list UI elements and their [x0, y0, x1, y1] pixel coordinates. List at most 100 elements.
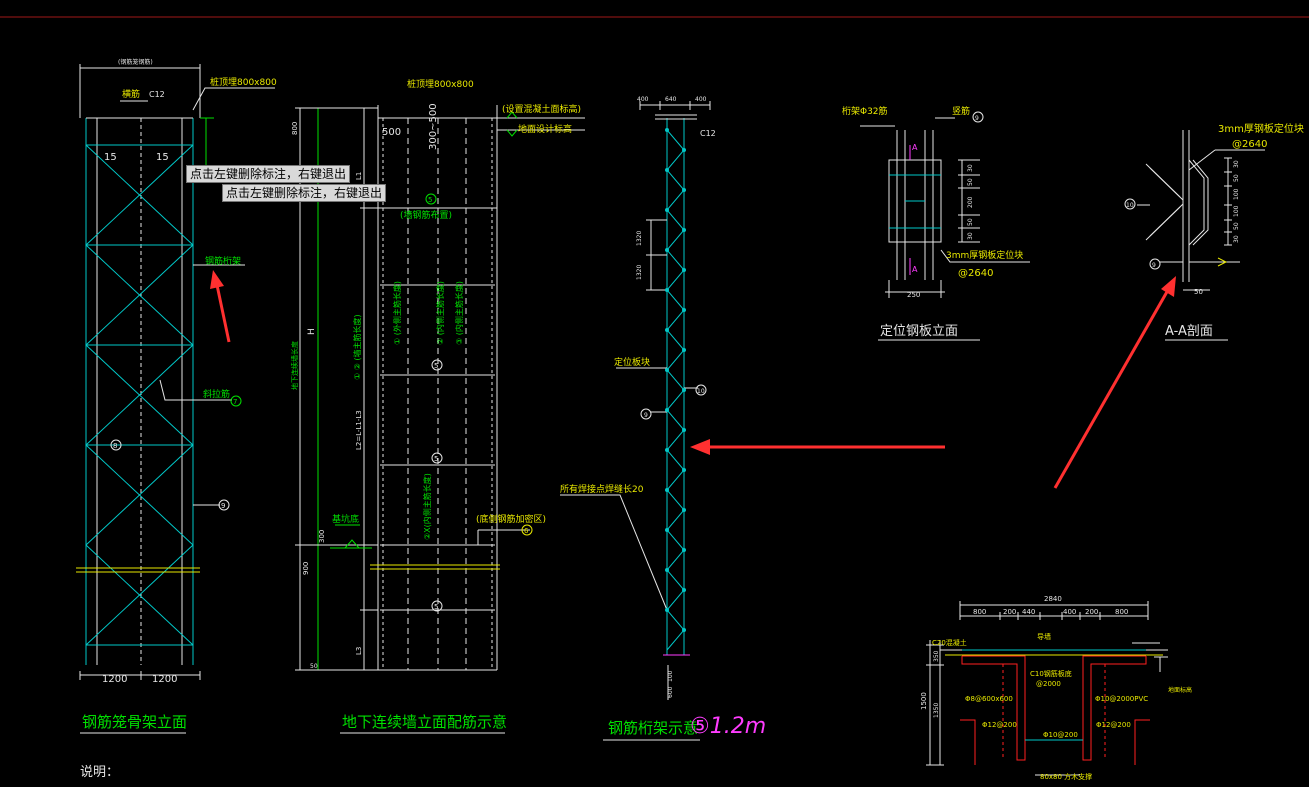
guide-label-rebar4: Φ10@2000PVC	[1095, 695, 1148, 703]
locate-dim-4: 50	[967, 218, 974, 226]
guide-dim-total: 2840	[1044, 595, 1062, 603]
wall-v2: ② (内侧主筋长度)	[435, 281, 445, 345]
annotation-arrows[interactable]	[210, 270, 1176, 489]
cage-elevation-drawing[interactable]	[76, 64, 275, 734]
notes-label: 说明：	[80, 765, 119, 780]
locate-dim-width: 250	[907, 291, 920, 299]
guide-label-rebar3: Φ10@200	[1043, 731, 1078, 739]
wall-dim-300b: 300	[318, 530, 326, 543]
truss-dim-top-2: 640	[665, 96, 677, 103]
guide-dim-3: 440	[1022, 608, 1035, 616]
wall-title: 地下连续墙立面配筋示意	[342, 713, 507, 731]
section-dim-1: 30	[1233, 160, 1240, 168]
section-dim-5: 50	[1233, 222, 1240, 230]
guide-label-guide: 导墙	[1037, 632, 1051, 641]
section-aa-drawing[interactable]	[1137, 130, 1265, 341]
annotation-arrow-3-head	[1161, 276, 1176, 297]
delete-annotation-tooltip-2: 点击左键删除标注，右键退出	[222, 184, 387, 202]
wall-dim-900: 900	[302, 562, 310, 575]
wall-dim-l2: L2=L-L1-L3	[355, 410, 363, 450]
guide-label-rebar5: Φ12@200	[1096, 721, 1131, 729]
section-label-plate: 3mm厚钢板定位块	[1218, 122, 1304, 135]
truss-dim-top-3: 400	[695, 96, 707, 103]
wall-dim-800: 800	[291, 122, 299, 135]
wall-note-1: (设置混凝土面标高)	[502, 103, 581, 115]
guide-dim-6: 800	[1115, 608, 1128, 616]
cage-angle-1: 15	[104, 152, 117, 163]
truss-bubble-9	[640, 408, 652, 420]
locate-plate-drawing[interactable]	[860, 117, 1030, 341]
guide-label-c10: C10钢筋板底	[1030, 669, 1072, 678]
annotation-arrow-1-shaft	[215, 284, 231, 343]
locate-dim-3: 200	[967, 196, 974, 208]
cage-bubble-7-text: 7	[233, 398, 237, 406]
cage-bubble-9-text: 9	[221, 502, 225, 510]
wall-bubble-6-text: 6	[524, 527, 529, 535]
wall-bubble-6	[521, 524, 533, 536]
locate-title: 定位钢板立面	[880, 324, 958, 339]
truss-bubble-9-text: 9	[644, 412, 648, 419]
guide-label-at2000: @2000	[1036, 680, 1061, 688]
cage-label-diag: 斜拉筋	[203, 388, 230, 400]
cage-title: 钢筋笼骨架立面	[82, 713, 187, 731]
truss-dim-1320a: 1320	[636, 231, 643, 246]
locate-label-a1: A	[912, 143, 918, 152]
cage-dim-left: 1200	[102, 674, 127, 685]
locate-label-left: 桁架Φ32筋	[842, 105, 888, 117]
guide-dim-2: 200	[1003, 608, 1016, 616]
section-bubble-10	[1124, 198, 1136, 210]
cage-bubble-8	[110, 439, 122, 451]
truss-dim-top-1: 400	[637, 96, 649, 103]
wall-dim-l1: L1	[355, 172, 363, 180]
section-bubble-9-text: 9	[1152, 262, 1156, 269]
cage-label-c12: C12	[149, 90, 165, 99]
wall-side-label: 地下连续墙长度	[290, 341, 299, 390]
section-bubble-10-text: 10	[1126, 202, 1134, 209]
truss-label-c12: C12	[700, 129, 716, 138]
wall-dim-500: 500	[382, 127, 401, 138]
wall-label-base: 基坑底	[332, 513, 359, 525]
truss-bottom-dim-1: 100	[667, 670, 674, 682]
cage-top-dim: (钢筋笼钢筋)	[118, 58, 153, 66]
truss-label-weld: 所有焊接点焊缝长20	[560, 483, 644, 495]
wall-dim-50: 50	[310, 663, 318, 670]
wall-dim-h: H	[307, 328, 317, 335]
cage-label-truss: 钢筋桁架	[205, 255, 241, 267]
wall-bubble-5d-text: 5	[434, 603, 438, 611]
locate-dim-5: 30	[967, 232, 974, 240]
truss-weld-dots	[665, 128, 686, 632]
delete-annotation-tooltip-1: 点击左键删除标注，右键退出	[186, 165, 351, 183]
cage-label-pile: 桩顶埋800x800	[210, 76, 277, 88]
guide-wall-drawing[interactable]	[926, 601, 1168, 776]
guide-dim-1500: 1500	[920, 692, 928, 710]
wall-bubble-5c	[431, 452, 443, 464]
locate-dim-1: 30	[967, 164, 974, 172]
cage-bubble-7	[230, 395, 242, 407]
truss-dim-1320b: 1320	[636, 265, 643, 280]
locate-label-spacing: @2640	[958, 268, 993, 279]
guide-dim-1350: 1350	[933, 703, 940, 718]
locate-label-plate: 3mm厚钢板定位块	[946, 249, 1023, 261]
guide-label-side: 地面标高	[1168, 686, 1192, 694]
locate-label-right: 竖筋	[952, 105, 970, 117]
truss-drawing[interactable]	[560, 101, 711, 741]
wall-elevation-drawing[interactable]	[295, 105, 585, 734]
wall-v5: ②X(内侧主筋长度)	[422, 473, 432, 540]
guide-dim-4: 400	[1063, 608, 1076, 616]
guide-label-rebar1: Φ8@600x600	[965, 695, 1013, 703]
wall-note-2: 地面设计标高	[518, 123, 572, 135]
section-label-spacing: @2640	[1232, 139, 1267, 150]
guide-dim-350: 350	[933, 650, 940, 662]
section-dim-2: 50	[1233, 174, 1240, 182]
section-title: A-A剖面	[1165, 324, 1213, 339]
wall-bubble-5a-text: 5	[428, 196, 432, 204]
cage-bubble-9	[218, 499, 230, 511]
wall-top-label: 桩顶埋800x800	[407, 78, 474, 90]
guide-label-c20: C20混凝土	[932, 638, 967, 647]
cage-bubble-8-text: 8	[113, 442, 117, 450]
wall-dim-300: 300~500	[428, 103, 439, 150]
cage-label-tie: 横筋	[122, 88, 140, 100]
wall-v1: ① (外侧主筋长度)	[392, 281, 402, 345]
wall-bubble-5c-text: 5	[434, 455, 438, 463]
